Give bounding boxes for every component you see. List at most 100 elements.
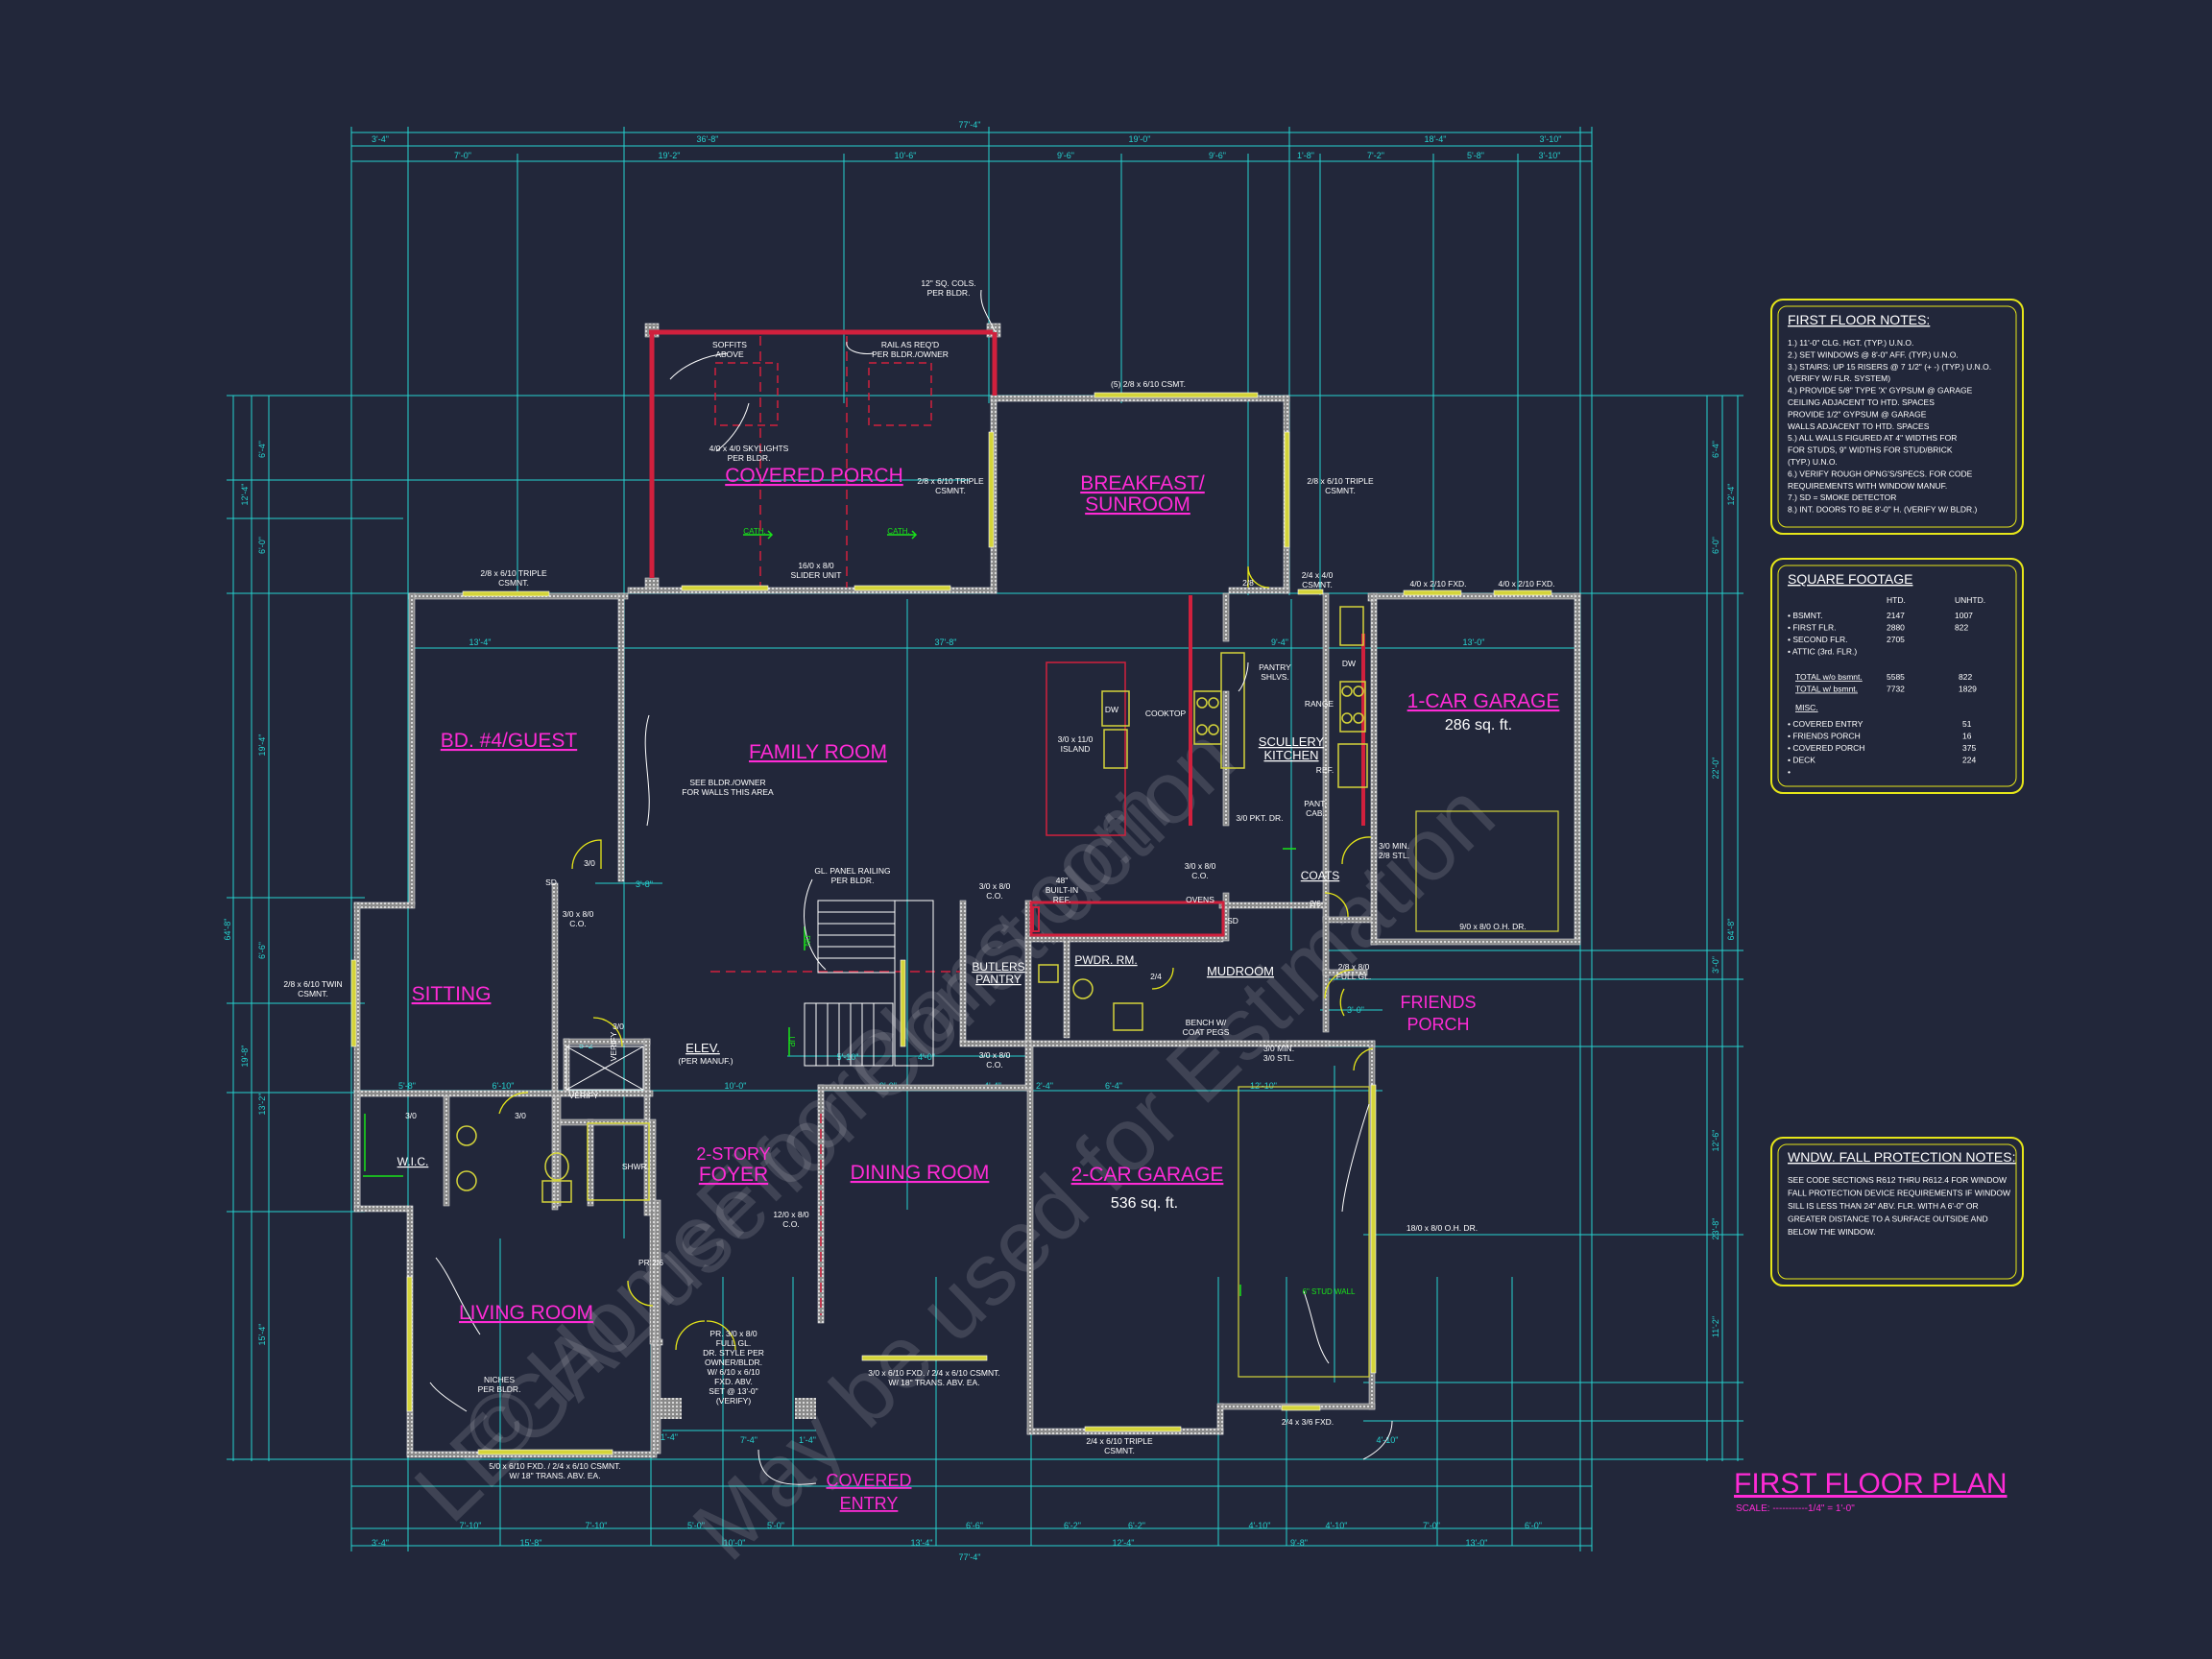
svg-text:6'-0": 6'-0"	[1711, 537, 1720, 554]
fall-note-line: GREATER DISTANCE TO A SURFACE OUTSIDE AN…	[1788, 1214, 1988, 1224]
svg-text:7'-0": 7'-0"	[454, 151, 471, 160]
svg-text:6'-0": 6'-0"	[257, 537, 267, 554]
svg-text:3/0 x 6/10 FXD. / 2/4 x 6/10 C: 3/0 x 6/10 FXD. / 2/4 x 6/10 CSMNT.	[868, 1368, 999, 1378]
fall-note-line: SEE CODE SECTIONS R612 THRU R612.4 FOR W…	[1788, 1175, 2007, 1185]
sqft-total-htd: 5585	[1887, 672, 1905, 682]
svg-text:VERIFY: VERIFY	[609, 1031, 618, 1061]
svg-text:SD: SD	[545, 878, 557, 887]
svg-text:15'-4": 15'-4"	[257, 1324, 267, 1346]
fall-note-line: FALL PROTECTION DEVICE REQUIREMENTS IF W…	[1788, 1189, 2010, 1198]
note-line: 1.) 11'-0" CLG. HGT. (TYP.) U.N.O.	[1788, 338, 1913, 348]
room-wic: W.I.C.	[397, 1155, 429, 1168]
svg-text:PER BLDR.: PER BLDR.	[927, 288, 971, 298]
svg-text:5'-8": 5'-8"	[1467, 151, 1484, 160]
svg-text:1'-8": 1'-8"	[1297, 151, 1314, 160]
note-line: CEILING ADJACENT TO HTD. SPACES	[1788, 397, 1935, 407]
svg-text:3'-4": 3'-4"	[372, 134, 389, 144]
room-friends-line2: PORCH	[1407, 1015, 1469, 1034]
svg-text:7'-0": 7'-0"	[1423, 1521, 1440, 1530]
svg-text:6'-4": 6'-4"	[1105, 1081, 1122, 1091]
svg-text:15'-8": 15'-8"	[520, 1538, 542, 1548]
svg-text:C.O.: C.O.	[986, 891, 1002, 901]
green-marks	[363, 530, 1296, 1296]
svg-text:FXD. ABV.: FXD. ABV.	[714, 1377, 753, 1386]
svg-text:3/0 x 8/0: 3/0 x 8/0	[979, 1050, 1011, 1060]
svg-text:3/0: 3/0	[613, 1022, 624, 1031]
square-footage-box: SQUARE FOOTAGE HTD. UNHTD.	[1770, 558, 2024, 794]
room-foyer-line1: 2-STORY	[696, 1144, 770, 1164]
svg-text:13'-2": 13'-2"	[257, 1094, 267, 1116]
sqft-misc-label: • COVERED PORCH	[1788, 743, 1864, 753]
svg-text:DW: DW	[1342, 659, 1356, 668]
windows	[350, 392, 1552, 1455]
svg-text:1'-4": 1'-4"	[661, 1432, 678, 1442]
svg-text:19'-8": 19'-8"	[240, 1046, 250, 1068]
svg-text:NICHES: NICHES	[484, 1375, 515, 1384]
note-line: REQUIREMENTS WITH WINDOW MANUF.	[1788, 481, 1947, 491]
fall-note-line: SILL IS LESS THAN 24" ABV. FLR. WITH A 6…	[1788, 1201, 1979, 1211]
note-line: (VERIFY W/ FLR. SYSTEM)	[1788, 373, 1890, 383]
watermark: © HomeFloorPlans.com LEGAL use for Const…	[397, 709, 1513, 1579]
svg-text:CSMNT.: CSMNT.	[1325, 486, 1356, 495]
svg-text:W/ 18" TRANS. ABV. EA.: W/ 18" TRANS. ABV. EA.	[888, 1378, 979, 1387]
sqft-total-htd: 7732	[1887, 685, 1905, 694]
svg-text:12'-6": 12'-6"	[1711, 1130, 1720, 1152]
sqft-misc-title: MISC.	[1795, 703, 1818, 712]
svg-text:C.O.: C.O.	[569, 919, 586, 928]
svg-text:REF.: REF.	[1053, 895, 1070, 904]
svg-text:10'-0": 10'-0"	[724, 1538, 746, 1548]
svg-text:3/0 MIN.: 3/0 MIN.	[1263, 1044, 1294, 1053]
stairs	[565, 900, 934, 1091]
svg-text:PER BLDR.: PER BLDR.	[478, 1384, 521, 1394]
svg-text:PER BLDR./OWNER: PER BLDR./OWNER	[872, 349, 949, 359]
svg-text:3'-0": 3'-0"	[1711, 956, 1720, 974]
notes-title: FIRST FLOOR NOTES:	[1788, 312, 1930, 327]
svg-text:23'-8": 23'-8"	[1711, 1218, 1720, 1240]
svg-text:4'-10": 4'-10"	[1377, 1435, 1399, 1445]
sqft-misc-unhtd: 51	[1962, 719, 1972, 729]
room-labels: COVERED PORCH BREAKFAST/ SUNROOM BD. #4/…	[397, 465, 1560, 1513]
svg-text:CSMNT.: CSMNT.	[1302, 580, 1333, 589]
svg-text:13'-0": 13'-0"	[1466, 1538, 1488, 1548]
svg-text:SET @ 13'-0": SET @ 13'-0"	[709, 1386, 757, 1396]
room-dining: DINING ROOM	[851, 1162, 990, 1184]
sqft-row-htd: 2147	[1887, 611, 1905, 620]
sqft-misc-label: • COVERED ENTRY	[1788, 719, 1863, 729]
porch-rails	[649, 329, 1365, 1315]
room-entry-line1: COVERED	[826, 1471, 911, 1490]
room-two-car-garage: 2-CAR GARAGE	[1071, 1164, 1224, 1186]
note-line: 2.) SET WINDOWS @ 8'-0" AFF. (TYP.) U.N.…	[1788, 349, 1959, 359]
svg-text:5'-10": 5'-10"	[837, 1052, 859, 1062]
svg-text:3'-8": 3'-8"	[636, 879, 653, 889]
fall-note-line: BELOW THE WINDOW.	[1788, 1227, 1875, 1237]
room-breakfast-line2: SUNROOM	[1085, 493, 1190, 516]
entry-columns	[661, 1398, 816, 1419]
svg-text:SHLVS.: SHLVS.	[1261, 672, 1289, 682]
dim-top-total: 77'-4"	[959, 120, 981, 130]
svg-text:2/8 x 6/10 TRIPLE: 2/8 x 6/10 TRIPLE	[480, 568, 547, 578]
svg-text:3'-10": 3'-10"	[1540, 134, 1562, 144]
svg-text:64'-8": 64'-8"	[223, 919, 232, 941]
room-foyer-line2: FOYER	[699, 1164, 768, 1186]
svg-text:6'-2": 6'-2"	[1128, 1521, 1145, 1530]
two-car-area: 536 sq. ft.	[1111, 1195, 1178, 1212]
svg-text:5/0 x 6/10 FXD. / 2/4 x 6/10 C: 5/0 x 6/10 FXD. / 2/4 x 6/10 CSMNT.	[489, 1461, 620, 1471]
svg-text:9'-6": 9'-6"	[1057, 151, 1074, 160]
sqft-row-unhtd: 822	[1955, 623, 1968, 633]
svg-text:4'-10": 4'-10"	[1326, 1521, 1348, 1530]
svg-text:6'-6": 6'-6"	[257, 942, 267, 959]
svg-text:(5) 2/8 x 6/10 CSMT.: (5) 2/8 x 6/10 CSMT.	[1111, 379, 1186, 389]
svg-text:10'-6": 10'-6"	[895, 151, 917, 160]
first-floor-notes: FIRST FLOOR NOTES:	[1770, 299, 2024, 535]
plan-scale: SCALE: -----------1/4" = 1'-0"	[1736, 1503, 1855, 1514]
svg-text:1'-4": 1'-4"	[799, 1435, 816, 1445]
svg-text:2/8 x 6/10 TRIPLE: 2/8 x 6/10 TRIPLE	[1307, 476, 1374, 486]
svg-text:CSMNT.: CSMNT.	[298, 989, 328, 998]
svg-text:PANT.: PANT.	[1304, 799, 1326, 808]
svg-text:ISLAND: ISLAND	[1061, 744, 1091, 754]
sqft-row-htd: 2705	[1887, 635, 1905, 644]
room-elev: ELEV.	[685, 1041, 720, 1055]
svg-text:FOR WALLS THIS AREA: FOR WALLS THIS AREA	[682, 787, 774, 797]
svg-text:5'-2": 5'-2"	[579, 1041, 596, 1050]
